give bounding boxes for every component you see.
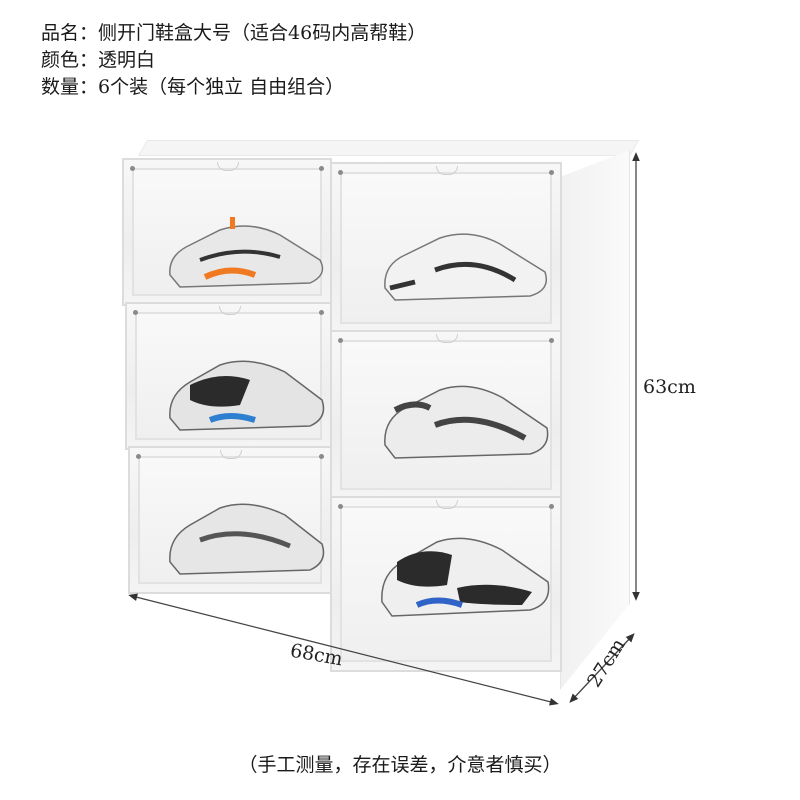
screw-icon (549, 338, 554, 343)
screw-icon (549, 504, 554, 509)
name-value: 侧开门鞋盒大号（适合46码内高帮鞋） (98, 22, 427, 44)
screw-icon (549, 170, 554, 175)
info-row-color: 颜色：透明白 (41, 47, 426, 74)
sneaker-image (169, 503, 325, 575)
color-label: 颜色： (41, 49, 99, 71)
screw-icon (136, 454, 141, 459)
product-info: 品名：侧开门鞋盒大号（适合46码内高帮鞋） 颜色：透明白 数量：6个装（每个独立… (41, 20, 426, 101)
info-row-quantity: 数量：6个装（每个独立 自由组合） (41, 74, 426, 101)
sneaker-image (384, 385, 549, 459)
screw-icon (133, 310, 138, 315)
screw-icon (319, 454, 324, 459)
color-value: 透明白 (98, 49, 156, 71)
screw-icon (338, 504, 343, 509)
screw-icon (319, 166, 324, 171)
measurement-disclaimer: （手工测量，存在误差，介意者慎买） (238, 754, 562, 776)
info-row-name: 品名：侧开门鞋盒大号（适合46码内高帮鞋） (41, 20, 426, 47)
screw-icon (338, 338, 343, 343)
sneaker-image (169, 360, 325, 431)
height-dimension-label: 63cm (643, 376, 696, 398)
name-label: 品名： (41, 22, 99, 44)
quantity-value: 6个装（每个独立 自由组合） (98, 76, 345, 98)
screw-icon (319, 310, 324, 315)
screw-icon (338, 170, 343, 175)
cabinet-side-face (560, 150, 630, 690)
quantity-label: 数量： (41, 76, 99, 98)
screw-icon (130, 166, 135, 171)
sneaker-image (169, 217, 324, 288)
sneaker-image (384, 233, 548, 301)
